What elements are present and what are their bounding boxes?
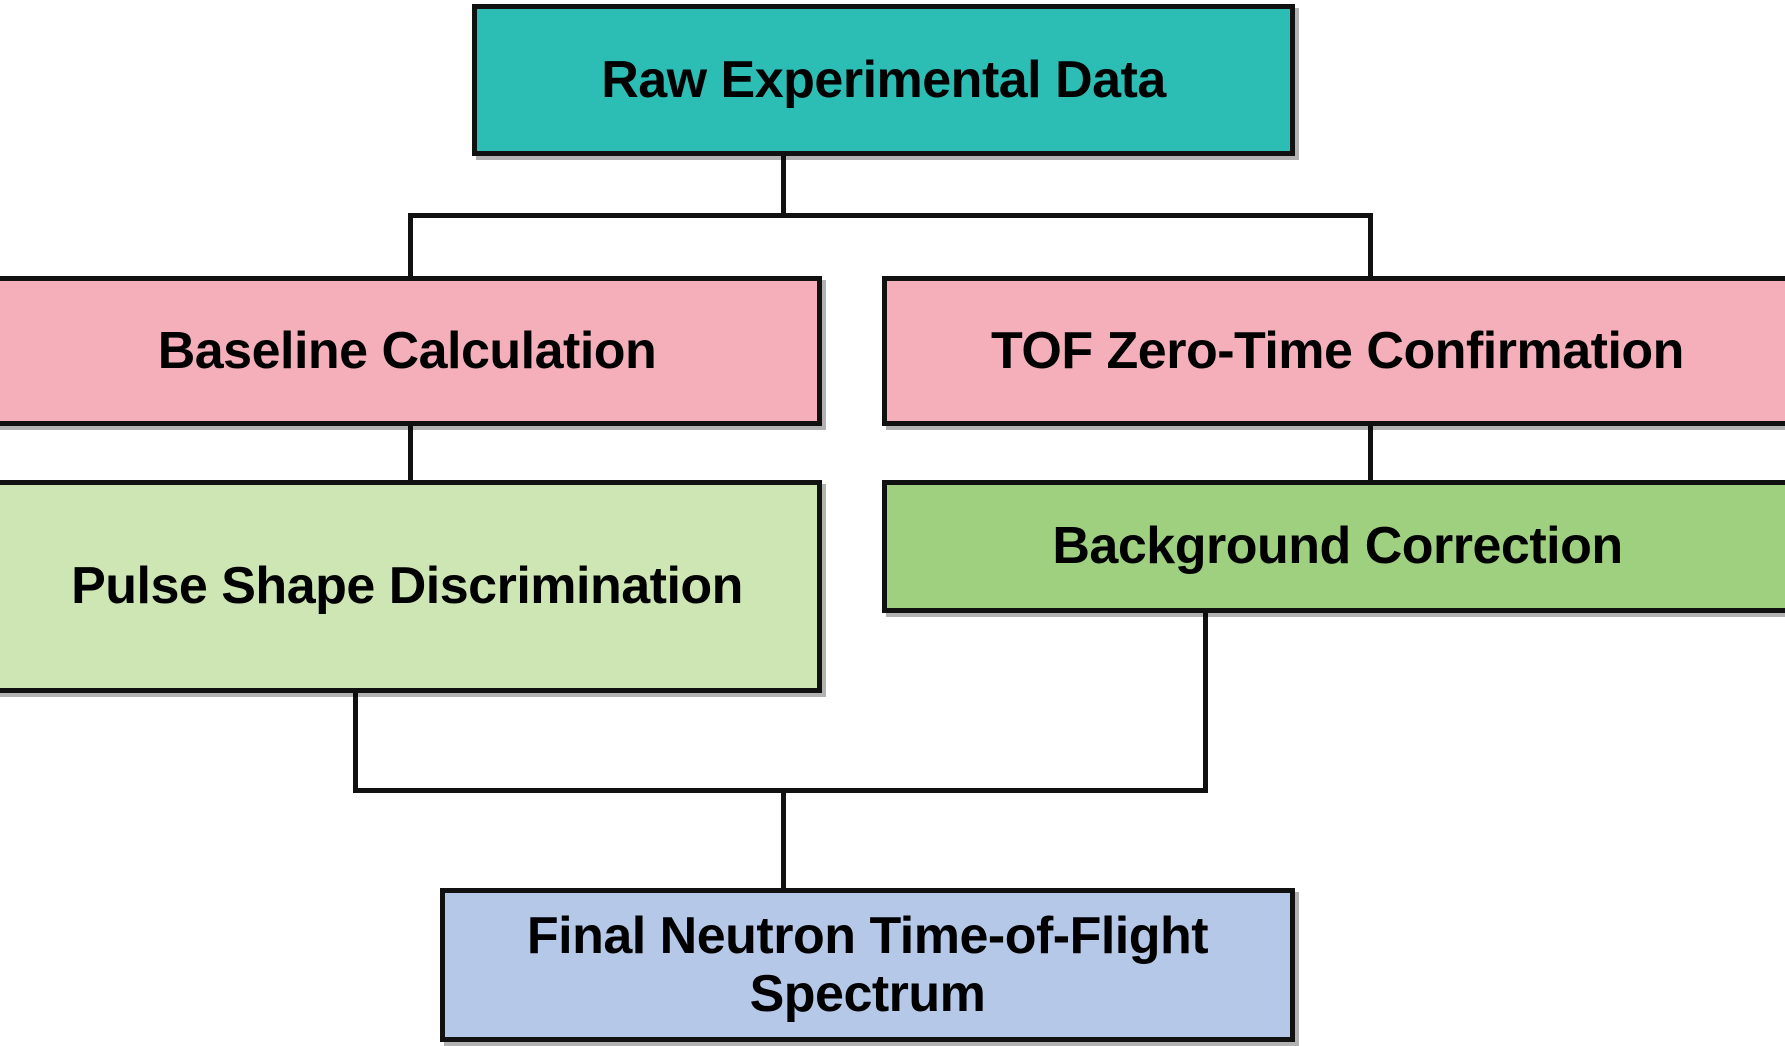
edge-psd-down: [353, 691, 358, 792]
node-label-baseline: Baseline Calculation: [157, 321, 657, 380]
node-background-correction[interactable]: Background Correction: [882, 480, 1785, 613]
edge-baseline-to-psd: [408, 424, 413, 482]
node-label-raw-data: Raw Experimental Data: [601, 50, 1166, 109]
node-label-tof-zero: TOF Zero-Time Confirmation: [991, 321, 1684, 380]
node-raw-experimental-data[interactable]: Raw Experimental Data: [472, 4, 1295, 156]
edge-split-horizontal-bar: [408, 213, 1373, 218]
node-label-psd: Pulse Shape Discrimination: [71, 557, 743, 616]
node-baseline-calculation[interactable]: Baseline Calculation: [0, 276, 822, 426]
edge-split-left-drop: [408, 213, 413, 279]
edge-final-stem: [781, 788, 786, 890]
edge-raw-data-stem: [781, 156, 786, 217]
node-label-background: Background Correction: [1052, 517, 1623, 576]
edge-merge-horizontal-bar: [353, 788, 1208, 793]
edge-background-down: [1203, 611, 1208, 792]
node-pulse-shape-discrimination[interactable]: Pulse Shape Discrimination: [0, 480, 822, 693]
node-tof-zero-time-confirmation[interactable]: TOF Zero-Time Confirmation: [882, 276, 1785, 426]
node-final-neutron-tof-spectrum[interactable]: Final Neutron Time-of-Flight Spectrum: [440, 888, 1295, 1042]
node-label-final: Final Neutron Time-of-Flight Spectrum: [526, 906, 1209, 1023]
edge-split-right-drop: [1368, 213, 1373, 279]
edge-tof-to-background: [1368, 424, 1373, 482]
